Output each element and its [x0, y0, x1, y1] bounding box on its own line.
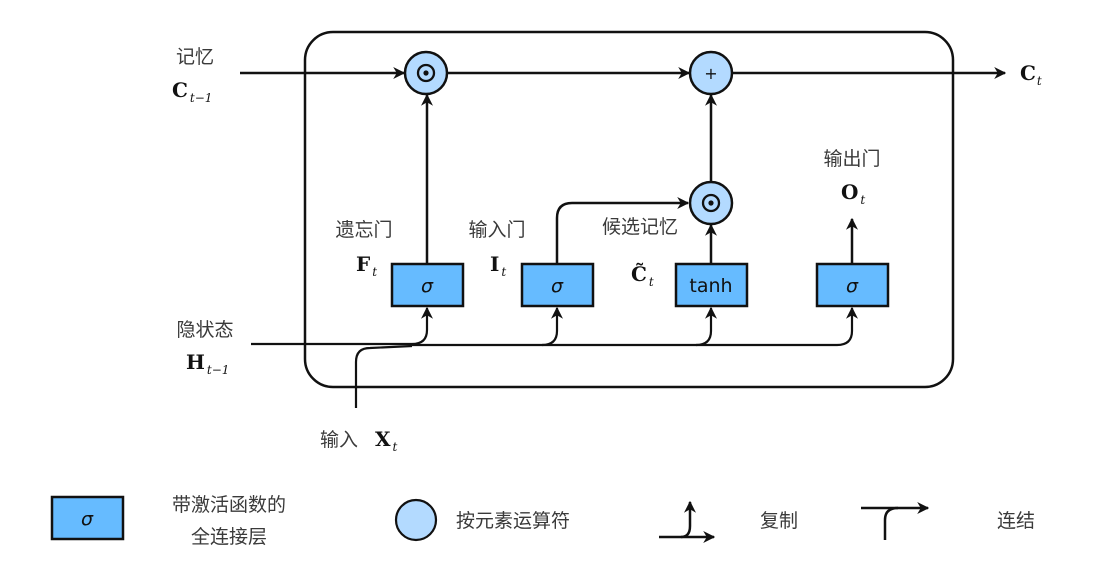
hadamard-icon: [701, 193, 721, 213]
legend-layer-icon: σ: [50, 495, 125, 541]
memory-output-symbol: Ct: [1020, 61, 1042, 88]
legend-layer-label-2: 全连接层: [191, 526, 267, 548]
output-gate-label: 输出门: [823, 148, 880, 170]
memory-label: 记忆: [176, 46, 214, 68]
x-input-label: 输入: [320, 429, 358, 451]
hidden-branch-output: [696, 306, 858, 347]
x-input-line: [354, 344, 413, 408]
forget-gate-label: 遗忘门: [335, 219, 392, 241]
cell-boundary: [303, 30, 955, 389]
legend-copy-icon: [659, 500, 716, 543]
candidate-label: 候选记忆: [602, 216, 678, 238]
input-gate-line: [555, 197, 690, 264]
memory-add-operator: +: [688, 50, 734, 96]
legend-operator-label: 按元素运算符: [456, 510, 570, 532]
hadamard-icon: [416, 63, 436, 83]
legend-copy-label: 复制: [760, 510, 798, 532]
output-gate-layer: σ: [815, 262, 890, 308]
legend-concat-icon: [861, 502, 930, 540]
hidden-state-line: [251, 306, 433, 346]
input-gate-layer: σ: [520, 262, 595, 308]
input-multiply-operator: [688, 180, 734, 226]
svg-text:σ: σ: [81, 508, 94, 530]
input-gate-label: 输入门: [468, 219, 525, 241]
forget-multiply-operator: [403, 50, 449, 96]
candidate-layer: tanh: [674, 262, 749, 308]
svg-text:σ: σ: [846, 275, 859, 297]
legend: σ 带激活函数的 全连接层 按元素运算符 复制 连结: [50, 494, 1035, 548]
legend-operator-icon: [394, 498, 438, 542]
candidate-symbol: C̃t: [631, 262, 654, 289]
svg-text:σ: σ: [551, 275, 564, 297]
svg-text:tanh: tanh: [689, 275, 732, 297]
hidden-state-label: 隐状态: [176, 319, 233, 341]
svg-text:σ: σ: [421, 275, 434, 297]
plus-icon: +: [704, 64, 717, 83]
hidden-branch-input: [412, 306, 563, 347]
legend-concat-label: 连结: [997, 510, 1035, 532]
forget-gate-layer: σ: [390, 262, 465, 308]
hidden-branch-candidate: [542, 306, 717, 347]
legend-layer-label-1: 带激活函数的: [172, 494, 286, 516]
